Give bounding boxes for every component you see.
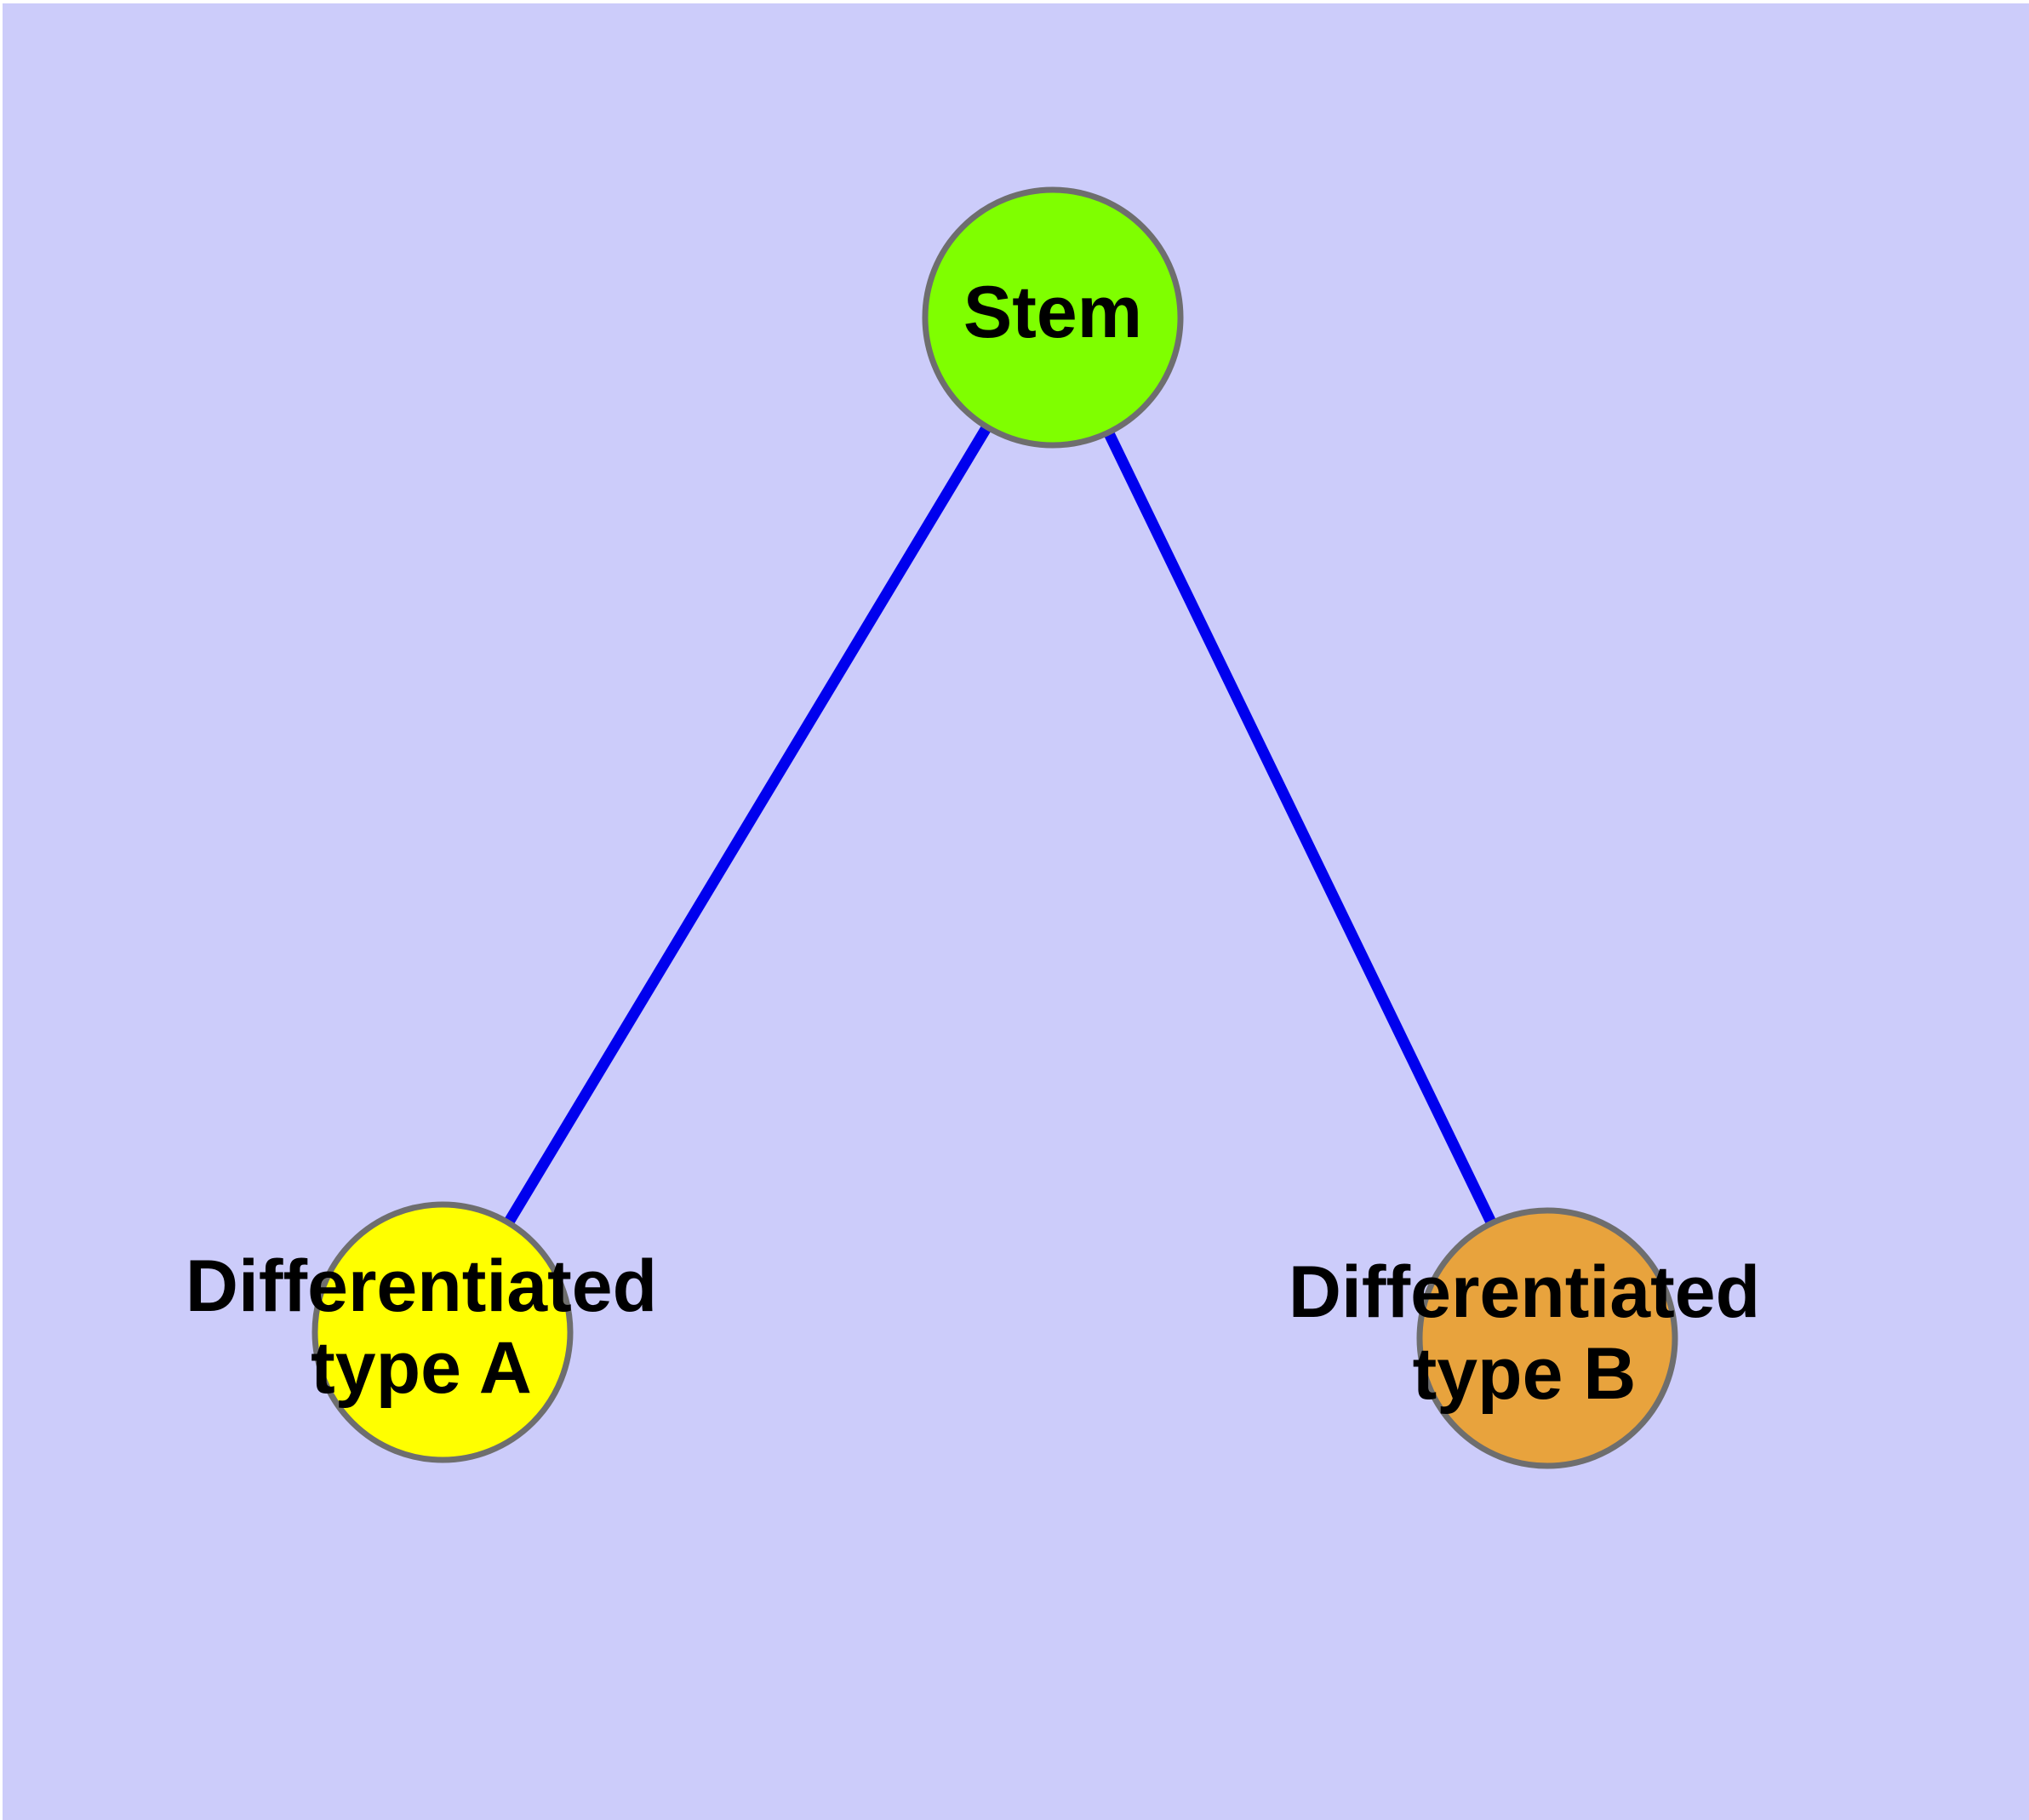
graph-edge[interactable] bbox=[437, 314, 1058, 1336]
node-circle-stem[interactable] bbox=[922, 186, 1184, 449]
node-label-line: type A bbox=[311, 1327, 532, 1409]
node-circle-diff_b[interactable] bbox=[1416, 1207, 1678, 1469]
edge-layer bbox=[437, 314, 1552, 1341]
node-label-line: Differentiated bbox=[1289, 1251, 1760, 1333]
node-label-line: Stem bbox=[963, 272, 1142, 353]
node-label-line: Differentiated bbox=[186, 1245, 657, 1327]
graph-node-stem[interactable]: Stem bbox=[922, 186, 1184, 449]
node-label-line: type B bbox=[1413, 1333, 1637, 1415]
graph-edge[interactable] bbox=[1048, 315, 1552, 1341]
node-circle-diff_a[interactable] bbox=[311, 1201, 574, 1463]
node-label-stem: Stem bbox=[963, 272, 1142, 353]
